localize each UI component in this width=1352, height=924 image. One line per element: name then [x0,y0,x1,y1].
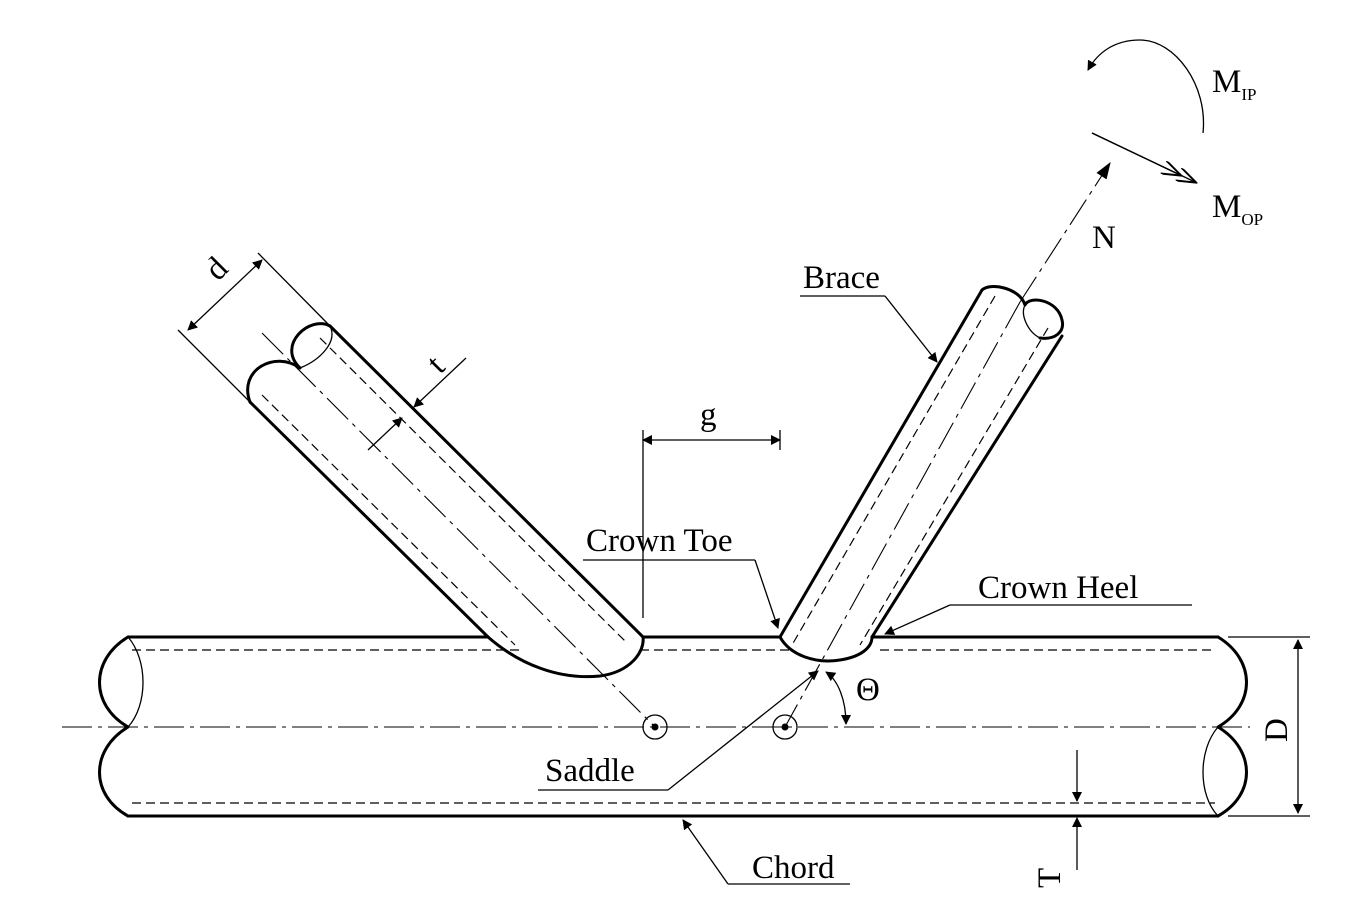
left-brace-upper-edge [328,324,645,639]
right-brace-inner-wall-right [859,327,1049,646]
dimension-D: D [1228,636,1310,817]
node-point-right [772,714,798,740]
right-brace-tube [778,285,1065,728]
callout-crown-heel: Crown Heel [884,570,1192,635]
right-brace-centerline [784,301,1021,728]
label-N: N [1092,220,1116,256]
chord-left-break-inner [127,636,144,728]
callout-saddle: Saddle [538,670,819,791]
right-brace-right-edge [870,334,1064,639]
chord-tube [62,635,1250,818]
label-chord: Chord [752,850,835,886]
label-M-IP: MIP [1212,64,1256,104]
label-T: T [1032,868,1068,888]
callout-chord: Chord [682,819,850,886]
left-brace-top-end [246,322,332,404]
dimension-T: T [1032,750,1082,888]
callout-crown-toe: Crown Toe [583,523,780,629]
label-crown-heel: Crown Heel [978,570,1138,606]
left-brace-inner-wall-upper [319,337,628,644]
right-brace-top-end [980,285,1065,340]
moment-in-plane: MIP [1087,39,1256,134]
label-D: D [1259,718,1295,742]
node-point-left [642,714,668,740]
label-theta: Θ [856,672,880,708]
left-brace-weld-curve [486,635,645,679]
right-brace-inner-wall-left [791,295,996,646]
label-saddle: Saddle [545,753,635,789]
dimension-t: t [367,349,467,451]
label-brace: Brace [803,260,880,296]
label-t: t [420,349,452,381]
angle-theta: Θ [825,671,880,725]
chord-right-break-inner [1202,726,1219,817]
left-brace-inner-wall-lower [261,394,516,646]
right-brace-weld-curve [778,635,874,663]
label-d: d [198,250,235,287]
label-g: g [700,397,717,433]
axial-force-N: N [1019,161,1116,303]
dimension-g: g [642,397,781,618]
label-M-OP: MOP [1212,189,1263,229]
moment-out-of-plane: MOP [1091,132,1263,229]
left-brace-centerline [261,332,656,728]
left-brace-tube [246,322,656,728]
label-crown-toe: Crown Toe [586,523,733,559]
callout-brace: Brace [800,260,938,363]
right-brace-left-edge [778,288,984,639]
left-brace-lower-edge [248,400,490,639]
right-brace-top-end-face [1022,304,1041,339]
left-brace-top-end-face [299,325,333,369]
